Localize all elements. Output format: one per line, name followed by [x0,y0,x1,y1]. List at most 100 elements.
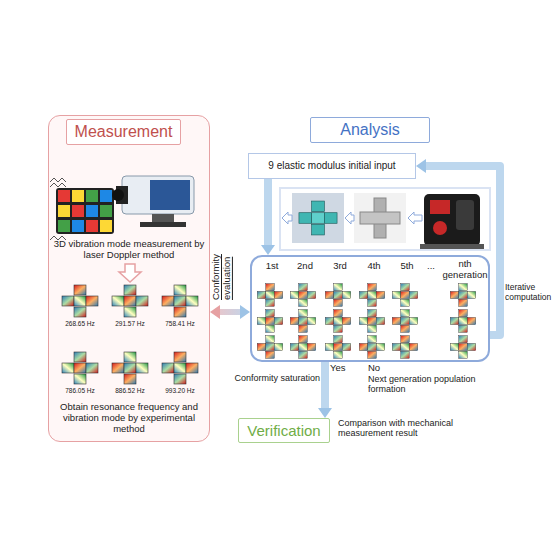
simulated-mode-image [325,336,350,359]
measured-mode-image [62,285,198,384]
frequency-label: 886.52 Hz [106,387,154,394]
rubik-cube-sample [56,188,114,234]
panel-text: Obtain resonance frequency and vibration… [53,402,205,435]
rubik-cube-sample [72,205,84,217]
simulated-mode-image [450,310,475,333]
section-header: Measurement [66,119,181,145]
flow-arrow [119,264,141,282]
simulated-mode-image [392,336,417,359]
header-label: Verification [247,422,320,439]
rubik-cube-sample [58,190,70,202]
mesh-model-image [374,198,386,238]
rubik-cube-sample [86,190,98,202]
status-label: Conformity saturation [200,373,320,383]
rubik-cube-sample [100,205,112,217]
simulated-mode-image [325,310,350,333]
generation-label: 3rd [325,261,355,272]
simulated-mode-image [359,284,384,307]
simulated-mode-image [257,310,282,333]
section-header: Analysis [310,117,430,143]
status-label: Next generation population formation [368,374,480,395]
computer-image [420,194,484,249]
mesh-model-image [354,193,406,243]
simulated-mode-image [450,284,475,307]
header-label: Analysis [340,121,400,139]
model-frame [280,188,490,250]
mode-image [162,285,198,317]
rubik-cube-sample [100,220,112,232]
vibration-mark [50,183,66,187]
branch-label: No [368,363,398,374]
laser-vibrometer [112,189,124,201]
generation-label: 2nd [290,261,320,272]
mode-image [162,352,198,384]
generation-label: ... [420,261,442,272]
simulated-mode-image [290,336,315,359]
computer-image [424,194,480,246]
edge-label: Conformity evaluation [211,226,239,300]
measurement-panel: 3D vibration mode measurement by laser D… [48,115,210,442]
laser-vibrometer [152,214,174,222]
flow-connector [220,309,240,315]
laser-vibrometer [116,186,128,204]
laser-vibrometer [122,176,194,214]
rubik-cube-sample [58,205,70,217]
generation-label: 4th [359,261,389,272]
mode-image [112,352,148,384]
generation-box: 1st2nd3rd4th5th...nth generation [250,255,490,362]
computer-image [430,200,450,214]
rubik-cube-sample [86,220,98,232]
flow-connector [426,166,500,335]
frequency-label: 993.20 Hz [156,387,204,394]
verification-box: Verification [238,418,330,443]
flow-arrow [282,212,422,224]
flow-arrow [345,212,354,224]
fem-model-image [299,201,337,235]
edge-label: Yes [330,363,356,374]
input-box: 9 elastic modulus initial input [248,153,416,179]
fem-model-image [292,193,344,243]
rubik-cube-sample [72,220,84,232]
rubik-cube-sample [86,205,98,217]
frequency-label: 758.41 Hz [156,320,204,327]
computer-image [433,221,447,235]
generation-label: 5th [392,261,422,272]
simulated-mode-image [359,336,384,359]
mesh-model-image [360,212,400,224]
simulated-mode-image [290,310,315,333]
simulated-mode-image [359,310,384,333]
vibration-mark [50,178,66,182]
frequency-label: 786.05 Hz [56,387,104,394]
simulated-mode-image [257,336,282,359]
fem-model-image [292,193,344,243]
note-text: Comparison with mechanical measurement r… [338,418,498,439]
laser-vibrometer [112,176,194,227]
rubik-cube-sample [58,220,70,232]
simulated-mode-image [450,336,475,359]
laser-vibrometer [150,180,190,210]
flow-arrow [119,264,141,282]
mode-image [62,352,98,384]
vibration-mark [50,236,66,240]
simulated-mode-image [290,284,315,307]
mode-image [62,285,98,317]
computer-image [456,200,474,230]
flow-arrow [282,212,292,224]
mesh-model-image [354,193,406,243]
simulated-mode-image [325,284,350,307]
edge-label: Iterative computation [505,283,559,303]
mode-image [112,285,148,317]
vibration-mark [50,178,66,240]
flow-arrow [408,212,422,224]
flow-connector [321,362,329,408]
box-label: 9 elastic modulus initial input [268,160,395,172]
header-label: Measurement [75,123,173,141]
simulated-mode-image [392,284,417,307]
generation-label: 1st [257,261,287,272]
laser-vibrometer [140,222,186,227]
flow-connector [264,179,272,245]
simulated-mode-image [392,310,417,333]
computer-image [420,244,484,249]
